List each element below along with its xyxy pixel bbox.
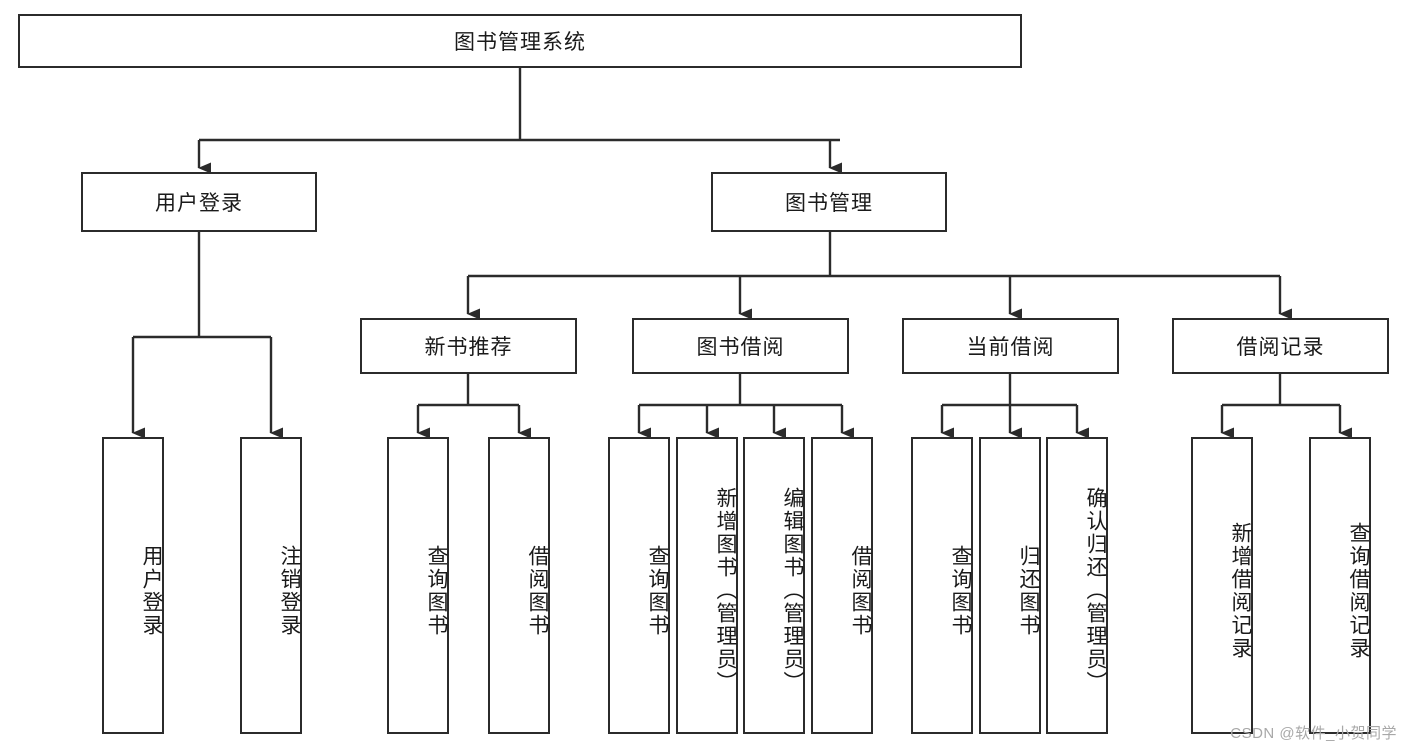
node-leaf-user-login[interactable]: 用户登录 <box>102 437 164 734</box>
node-leaf-borrow-book[interactable]: 借阅图书 <box>811 437 873 734</box>
node-root-book-management-system[interactable]: 图书管理系统 <box>18 14 1022 68</box>
node-leaf-confirm-return-admin[interactable]: 确认归还（管理员） <box>1046 437 1108 734</box>
node-leaf-add-borrow-record[interactable]: 新增借阅记录 <box>1191 437 1253 734</box>
node-label: 图书借阅 <box>696 336 785 359</box>
node-leaf-query-book-borrow[interactable]: 查询图书 <box>608 437 670 734</box>
node-leaf-borrow-book-recommend[interactable]: 借阅图书 <box>488 437 550 734</box>
node-label: 查询图书 <box>646 544 669 637</box>
node-label: 图书管理 <box>785 192 873 215</box>
node-label: 新增图书（管理员） <box>714 487 737 694</box>
node-leaf-logout-login[interactable]: 注销登录 <box>240 437 302 734</box>
node-label: 确认归还（管理员） <box>1084 487 1107 694</box>
node-leaf-query-borrow-record[interactable]: 查询借阅记录 <box>1309 437 1371 734</box>
node-label: 归还图书 <box>1017 544 1040 637</box>
node-label: 图书管理系统 <box>454 31 586 54</box>
node-leaf-return-book[interactable]: 归还图书 <box>979 437 1041 734</box>
node-new-book-recommend[interactable]: 新书推荐 <box>360 318 577 374</box>
node-borrow-record[interactable]: 借阅记录 <box>1172 318 1389 374</box>
node-label: 新增借阅记录 <box>1229 521 1252 660</box>
node-leaf-add-book-admin[interactable]: 新增图书（管理员） <box>676 437 738 734</box>
node-label: 当前借阅 <box>966 336 1055 359</box>
node-label: 借阅记录 <box>1236 336 1325 359</box>
node-label: 借阅图书 <box>526 544 549 637</box>
node-label: 借阅图书 <box>849 544 872 637</box>
node-label: 查询图书 <box>425 544 448 637</box>
node-label: 查询借阅记录 <box>1347 521 1370 660</box>
node-book-borrow[interactable]: 图书借阅 <box>632 318 849 374</box>
node-label: 注销登录 <box>278 544 301 637</box>
node-label: 用户登录 <box>155 192 243 215</box>
node-label: 查询图书 <box>949 544 972 637</box>
node-user-login[interactable]: 用户登录 <box>81 172 317 232</box>
node-book-management[interactable]: 图书管理 <box>711 172 947 232</box>
node-label: 编辑图书（管理员） <box>781 487 804 694</box>
node-leaf-query-book-recommend[interactable]: 查询图书 <box>387 437 449 734</box>
node-leaf-query-book-current[interactable]: 查询图书 <box>911 437 973 734</box>
node-label: 用户登录 <box>140 544 163 637</box>
node-current-borrow[interactable]: 当前借阅 <box>902 318 1119 374</box>
node-leaf-edit-book-admin[interactable]: 编辑图书（管理员） <box>743 437 805 734</box>
node-label: 新书推荐 <box>424 336 513 359</box>
